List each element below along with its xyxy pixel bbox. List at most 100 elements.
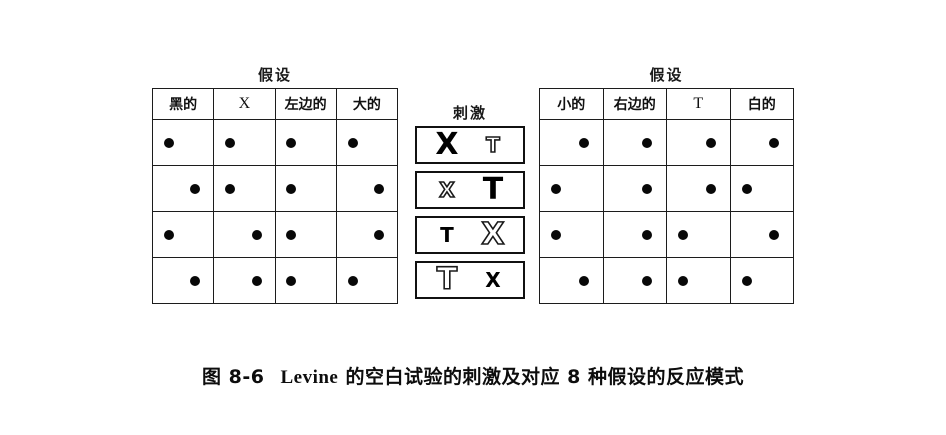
response-dot — [163, 137, 174, 148]
stimulus-glyph-t: T — [440, 223, 454, 247]
cell-wrap — [153, 258, 213, 303]
response-dot — [286, 275, 297, 286]
left-response-cell — [274, 119, 337, 166]
stimulus-title: 刺激 — [452, 104, 487, 122]
right-response-cell — [729, 119, 794, 166]
left-response-cell — [213, 211, 276, 258]
right-response-cell — [666, 119, 731, 166]
right-response-cell — [602, 257, 667, 304]
left-response-cell — [335, 165, 399, 212]
cell-wrap — [276, 166, 336, 211]
response-dot — [286, 229, 297, 240]
response-dot — [769, 229, 780, 240]
cell-wrap — [731, 166, 794, 211]
cell-wrap — [214, 258, 274, 303]
left-header-cell-2: X — [213, 88, 276, 120]
table-row — [151, 211, 399, 258]
cell-wrap — [276, 212, 336, 257]
left-hypothesis-group: 假设 黑的 X 左边的 大的 — [151, 66, 399, 304]
table-row — [151, 165, 399, 212]
cell-wrap — [337, 166, 397, 211]
cell-wrap — [540, 120, 603, 165]
left-header-cell-1: 黑的 — [151, 88, 215, 120]
left-response-cell — [213, 257, 276, 304]
cell-wrap — [667, 212, 730, 257]
response-dot — [642, 229, 653, 240]
right-response-cell — [539, 211, 604, 258]
response-dot — [190, 275, 201, 286]
table-row — [539, 165, 794, 212]
response-dot — [374, 229, 385, 240]
cell-wrap — [214, 166, 274, 211]
cell-wrap — [214, 120, 274, 165]
right-response-cell — [729, 257, 794, 304]
left-response-cell — [335, 119, 399, 166]
table-row — [151, 257, 399, 304]
stimulus-glyph-t: T — [482, 172, 504, 207]
response-dot — [347, 275, 358, 286]
response-dot — [286, 183, 297, 194]
stimulus-glyph-x: X — [438, 178, 455, 202]
caption-text: 的空白试验的刺激及对应 8 种假设的反应模式 — [345, 366, 744, 388]
stimulus-glyph-x: X — [435, 127, 459, 162]
left-header-cell-4: 大的 — [335, 88, 399, 120]
cell-wrap — [540, 166, 603, 211]
right-table-body — [539, 119, 794, 304]
right-response-cell — [666, 257, 731, 304]
table-row — [539, 119, 794, 166]
cell-wrap — [540, 258, 603, 303]
cell-wrap — [604, 120, 667, 165]
right-header-row: 小的 右边的 T 白的 — [539, 88, 794, 120]
caption-author: Levine — [280, 367, 339, 388]
cell-wrap — [731, 120, 794, 165]
cell-wrap — [214, 212, 274, 257]
right-response-cell — [539, 119, 604, 166]
cell-wrap — [337, 212, 397, 257]
response-dot — [251, 229, 262, 240]
caption-label: 图 8-6 — [202, 366, 265, 388]
response-dot — [551, 229, 562, 240]
cell-wrap — [276, 258, 336, 303]
cell-wrap — [337, 120, 397, 165]
response-dot — [225, 183, 236, 194]
response-dot — [286, 137, 297, 148]
response-dot — [374, 183, 385, 194]
right-response-cell — [729, 165, 794, 212]
right-response-cell — [729, 211, 794, 258]
left-response-cell — [213, 165, 276, 212]
table-row — [151, 119, 399, 166]
right-response-cell — [539, 165, 604, 212]
cell-wrap — [667, 166, 730, 211]
response-dot — [551, 183, 562, 194]
left-header-row: 黑的 X 左边的 大的 — [151, 88, 399, 120]
cell-wrap — [604, 166, 667, 211]
stimulus-glyph-x: X — [481, 217, 506, 252]
response-dot — [578, 137, 589, 148]
response-dot — [642, 183, 653, 194]
cell-wrap — [540, 212, 603, 257]
right-response-cell — [602, 211, 667, 258]
cell-wrap — [337, 258, 397, 303]
right-header-cell-3: T — [666, 88, 731, 120]
cell-wrap — [276, 120, 336, 165]
stimulus-glyph-t: T — [485, 133, 500, 157]
left-response-cell — [335, 211, 399, 258]
response-dot — [163, 229, 174, 240]
cell-wrap — [667, 258, 730, 303]
cell-wrap — [153, 120, 213, 165]
response-dot — [678, 229, 689, 240]
table-row — [539, 257, 794, 304]
right-response-cell — [539, 257, 604, 304]
left-table-body — [151, 119, 399, 304]
table-row — [539, 211, 794, 258]
left-response-cell — [151, 165, 215, 212]
response-dot — [678, 275, 689, 286]
right-header-cell-4: 白的 — [729, 88, 794, 120]
cell-wrap — [667, 120, 730, 165]
response-dot — [347, 137, 358, 148]
right-response-cell — [602, 119, 667, 166]
